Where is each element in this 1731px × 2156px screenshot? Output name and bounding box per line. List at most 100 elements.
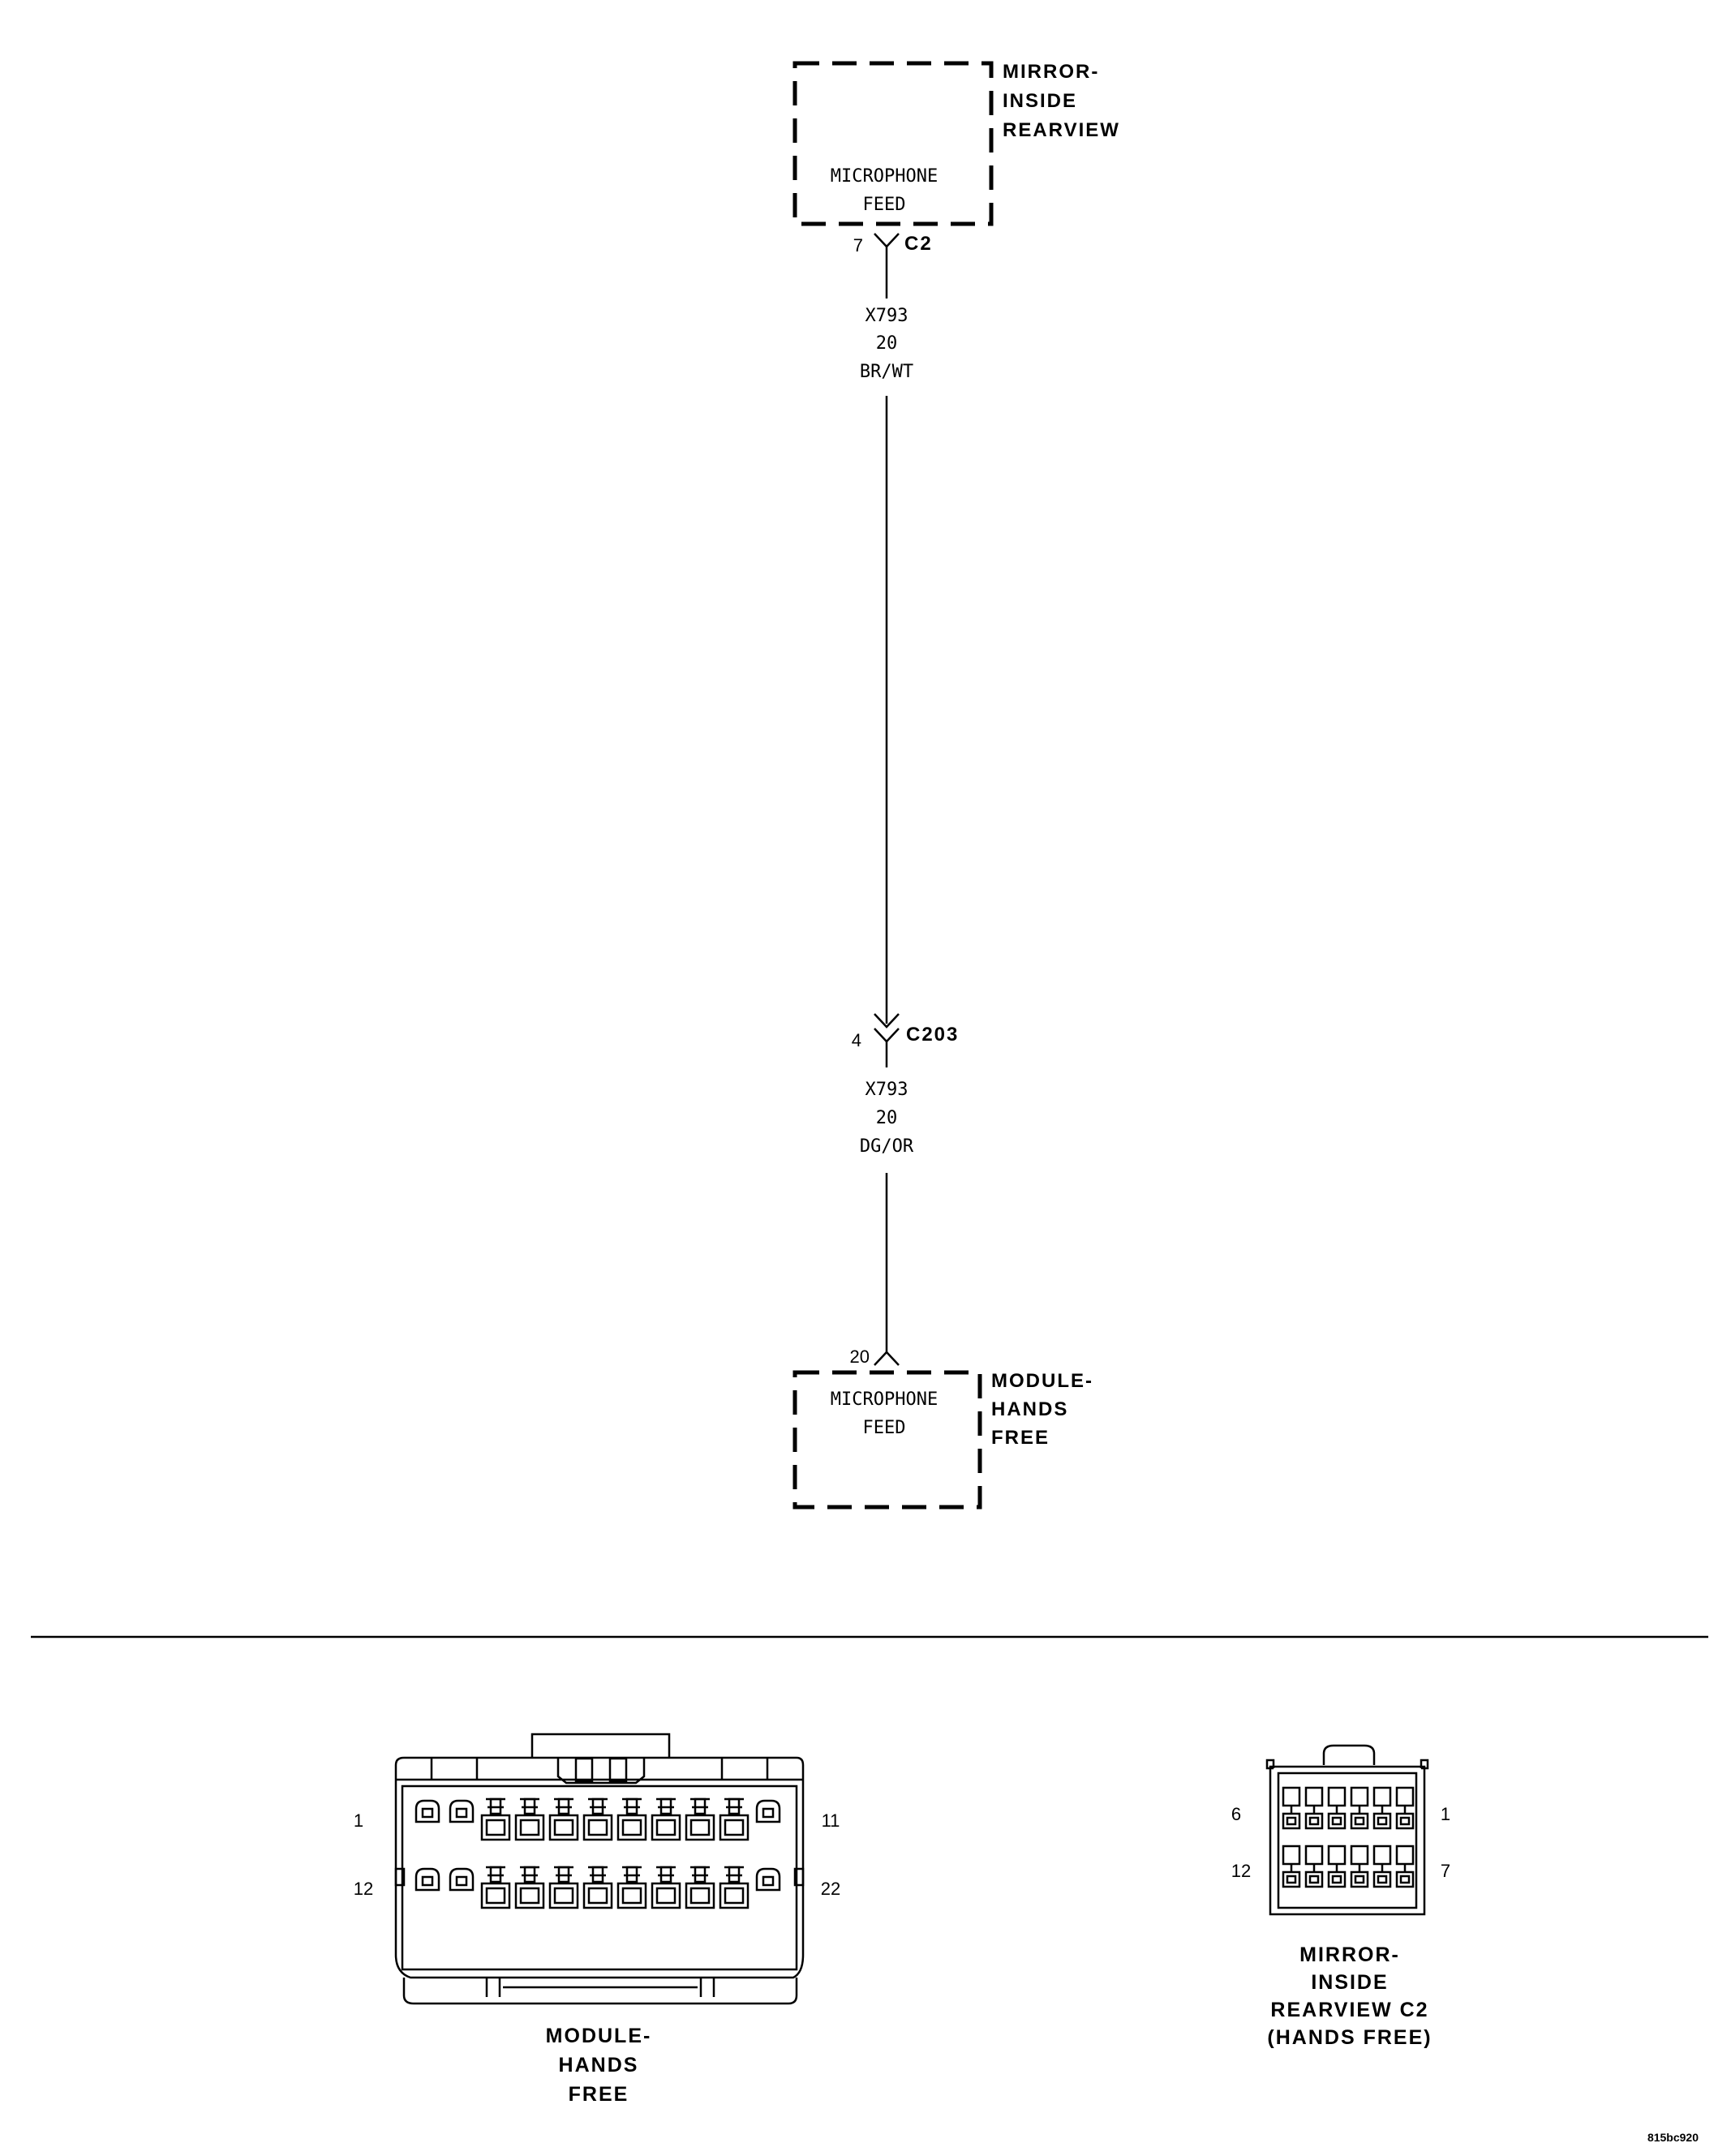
mirror-cavity <box>1282 1845 1301 1888</box>
mirror-cavity-box <box>1282 1870 1301 1888</box>
mirror-connector-inner <box>1277 1772 1418 1909</box>
module-cavity-box-inner <box>587 1819 608 1836</box>
mirror-connector-housing <box>1269 1765 1426 1916</box>
module-cavity-clip <box>755 1867 781 1892</box>
mirror-cavity-box-inner <box>1399 1816 1411 1826</box>
module-view-pin-22: 22 <box>821 1879 840 1899</box>
module-cavity-box-inner <box>553 1819 574 1836</box>
module-cavity <box>414 1867 440 1892</box>
module-cavity-box-inner <box>553 1887 574 1905</box>
module-cavity-box <box>685 1814 715 1841</box>
module-latch-tab-right <box>608 1757 628 1783</box>
mirror-cavity-box <box>1395 1870 1415 1888</box>
module-cavity <box>548 1866 579 1909</box>
module-cavity-box-inner <box>655 1819 677 1836</box>
module-cavity <box>548 1797 579 1841</box>
mirror-name-line-1: MIRROR- <box>1003 61 1099 83</box>
mirror-cavity-box-inner <box>1377 1816 1388 1826</box>
mirror-cavity <box>1372 1786 1392 1830</box>
mirror-cavity-box <box>1304 1870 1324 1888</box>
mirror-cavity-box <box>1372 1812 1392 1830</box>
module-view-label-line-2: HANDS <box>559 2054 639 2077</box>
module-function-line-1: MICROPHONE <box>831 1389 938 1410</box>
wire-upper-label: X793 20 BR/WT <box>860 306 913 382</box>
module-cavity-box <box>514 1882 545 1909</box>
reference-code: 815bc920 <box>1647 2131 1699 2144</box>
mirror-function-line-2: FEED <box>863 195 906 215</box>
mirror-view-label-line-4: (HANDS FREE) <box>1267 2026 1432 2049</box>
module-cavity <box>514 1797 545 1841</box>
module-cavity-box <box>548 1814 579 1841</box>
mirror-view-label-line-1: MIRROR- <box>1299 1943 1400 1966</box>
module-cavity <box>719 1797 750 1841</box>
mirror-cavity-top <box>1327 1786 1347 1807</box>
module-connector-outer-shell <box>394 1793 805 1979</box>
mirror-cavity-top <box>1395 1845 1415 1866</box>
c203-pin-number: 4 <box>852 1030 861 1050</box>
mirror-cavity-box <box>1304 1812 1324 1830</box>
module-name-line-2: HANDS <box>991 1398 1068 1420</box>
mirror-cavity-top <box>1350 1786 1369 1807</box>
module-cavity-box-inner <box>621 1887 642 1905</box>
mirror-view-pin-7: 7 <box>1441 1861 1450 1881</box>
mirror-cavity <box>1350 1845 1369 1888</box>
mirror-view-pin-1: 1 <box>1441 1804 1450 1824</box>
module-cavity-clip-inner <box>762 1807 775 1819</box>
connector-c2: 7 C2 <box>853 233 931 256</box>
mirror-cavity <box>1395 1845 1415 1888</box>
module-cavity <box>582 1797 613 1841</box>
mirror-cavity-top <box>1327 1845 1347 1866</box>
mirror-cavity-box <box>1327 1870 1347 1888</box>
mirror-cavity <box>1304 1845 1324 1888</box>
module-cavity-box <box>582 1814 613 1841</box>
module-cavity <box>514 1866 545 1909</box>
module-cavity <box>685 1866 715 1909</box>
mirror-ear-left <box>1265 1759 1275 1770</box>
mirror-cavity-box-inner <box>1308 1875 1320 1884</box>
module-cavity-clip-inner <box>421 1875 434 1887</box>
mirror-cavity <box>1327 1845 1347 1888</box>
mirror-ear-right <box>1420 1759 1429 1770</box>
mirror-component-box <box>792 61 994 226</box>
module-component-box <box>792 1370 982 1510</box>
module-cavity-box <box>616 1882 647 1909</box>
module-cavity-box-inner <box>587 1887 608 1905</box>
module-terminal-grid <box>414 1797 781 1909</box>
module-view-pin-12: 12 <box>354 1879 373 1899</box>
mirror-cavity-box <box>1395 1812 1415 1830</box>
wire-lower-circuit: X793 <box>866 1080 908 1100</box>
mirror-view-label-line-2: INSIDE <box>1311 1971 1388 1994</box>
mirror-cavity-box-inner <box>1286 1875 1297 1884</box>
mirror-cavity-top <box>1304 1845 1324 1866</box>
module-side-key-right <box>793 1867 805 1887</box>
module-connector-latch <box>530 1733 671 1758</box>
wire-upper-circuit: X793 <box>866 306 908 326</box>
module-cavity-box <box>616 1814 647 1841</box>
mirror-cavity-box <box>1350 1870 1369 1888</box>
wire-upper-color: BR/WT <box>860 362 913 382</box>
module-cavity <box>616 1866 647 1909</box>
module-name-line-1: MODULE- <box>991 1370 1093 1392</box>
c203-female-symbol <box>874 1028 900 1043</box>
mirror-cavity-top <box>1372 1845 1392 1866</box>
module-cavity <box>449 1867 475 1892</box>
mirror-terminal-grid <box>1282 1786 1415 1888</box>
mirror-cavity-box <box>1282 1812 1301 1830</box>
module-view-label-line-1: MODULE- <box>546 2025 652 2047</box>
module-cavity-box-inner <box>621 1819 642 1836</box>
mirror-cavity-box-inner <box>1354 1875 1365 1884</box>
connector-c203: 4 C203 <box>852 1013 957 1050</box>
wire-lower-gauge: 20 <box>876 1108 898 1128</box>
module-cavity <box>582 1866 613 1909</box>
module-connector-top-left-corner <box>394 1756 405 1793</box>
mirror-cavity <box>1372 1845 1392 1888</box>
c203-male-symbol <box>874 1013 900 1029</box>
module-cavity-box-inner <box>519 1819 540 1836</box>
module-cavity-box-inner <box>689 1887 711 1905</box>
module-view-label-line-3: FREE <box>569 2083 629 2106</box>
module-hands-free-component: MODULE- HANDS FREE MICROPHONE FEED <box>792 1370 1093 1510</box>
c2-terminal-symbol <box>874 233 900 248</box>
module-cavity <box>755 1867 781 1892</box>
module-connector-latch-inner <box>556 1758 646 1784</box>
module-cavity-box <box>651 1882 681 1909</box>
